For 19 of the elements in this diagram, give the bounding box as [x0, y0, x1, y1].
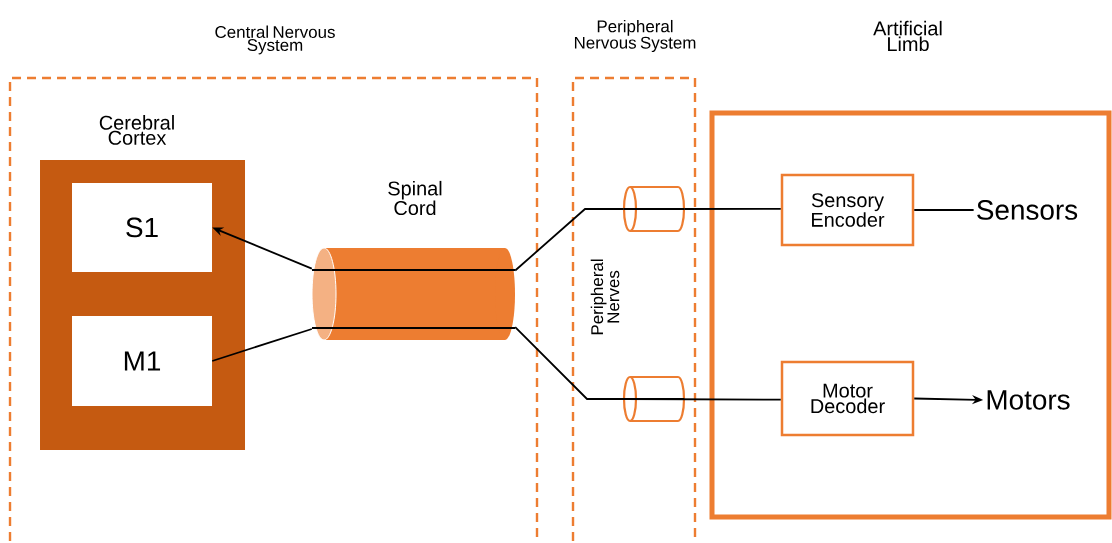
- connector: [514, 208, 625, 272]
- output-label: Motors: [987, 390, 1070, 410]
- connector: [622, 398, 782, 401]
- output-label: Sensors: [977, 200, 1078, 220]
- region-heading: Spinal Cord: [388, 180, 442, 216]
- connector: [211, 328, 313, 362]
- process-box: Motor Decoder: [780, 360, 915, 437]
- process-box: Sensory Encoder: [780, 173, 915, 247]
- connector: [683, 207, 782, 210]
- nerve-label: Peripheral Nerves: [590, 259, 620, 335]
- area-box: S1: [72, 183, 212, 272]
- region-heading: Central Nervous System: [215, 25, 335, 55]
- region-heading: Cerebral Cortex: [99, 115, 174, 145]
- area-box: M1: [72, 316, 212, 406]
- nerve-cylinder: [622, 375, 686, 423]
- region-heading: Peripheral Nervous System: [574, 19, 696, 53]
- region-heading: Artificial Limb: [873, 20, 942, 52]
- nerve-cylinder: [622, 185, 686, 233]
- connector: [913, 209, 975, 211]
